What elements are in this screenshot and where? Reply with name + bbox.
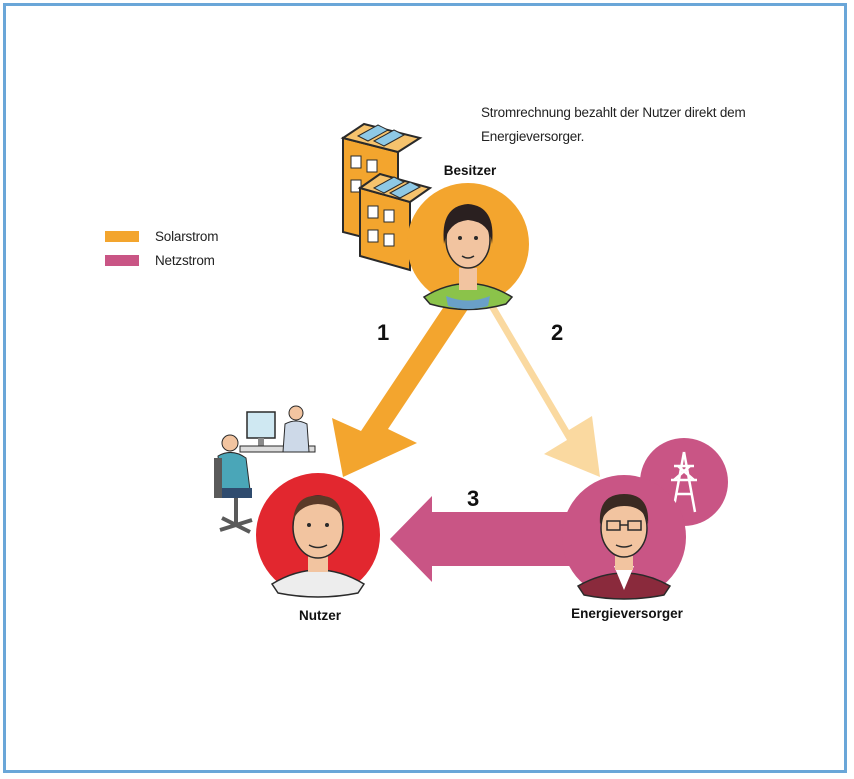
supplier-label: Energieversorger xyxy=(571,606,683,621)
figure-frame xyxy=(3,3,847,773)
legend: Solarstrom Netzstrom xyxy=(105,224,218,272)
arrow-2-number: 2 xyxy=(551,320,564,345)
user-avatar xyxy=(256,473,380,598)
supplier-avatar xyxy=(562,475,686,600)
legend-item-solar: Solarstrom xyxy=(105,224,218,248)
arrow-3 xyxy=(390,496,575,582)
billing-note: Stromrechnung bezahlt der Nutzer direkt … xyxy=(481,105,746,144)
buildings-icon xyxy=(340,122,433,272)
legend-label-grid: Netzstrom xyxy=(155,252,215,268)
owner-avatar xyxy=(407,183,529,311)
legend-label-solar: Solarstrom xyxy=(155,228,219,244)
legend-item-grid: Netzstrom xyxy=(105,248,218,272)
owner-label: Besitzer xyxy=(443,163,497,178)
legend-swatch-grid xyxy=(105,254,139,266)
user-label: Nutzer xyxy=(298,608,342,623)
office-workers-icon xyxy=(214,405,316,534)
arrow-1 xyxy=(332,290,470,477)
arrow-2 xyxy=(455,291,600,477)
arrow-3-number: 3 xyxy=(467,486,480,511)
arrow-1-number: 1 xyxy=(377,320,390,345)
legend-swatch-solar xyxy=(105,230,139,242)
